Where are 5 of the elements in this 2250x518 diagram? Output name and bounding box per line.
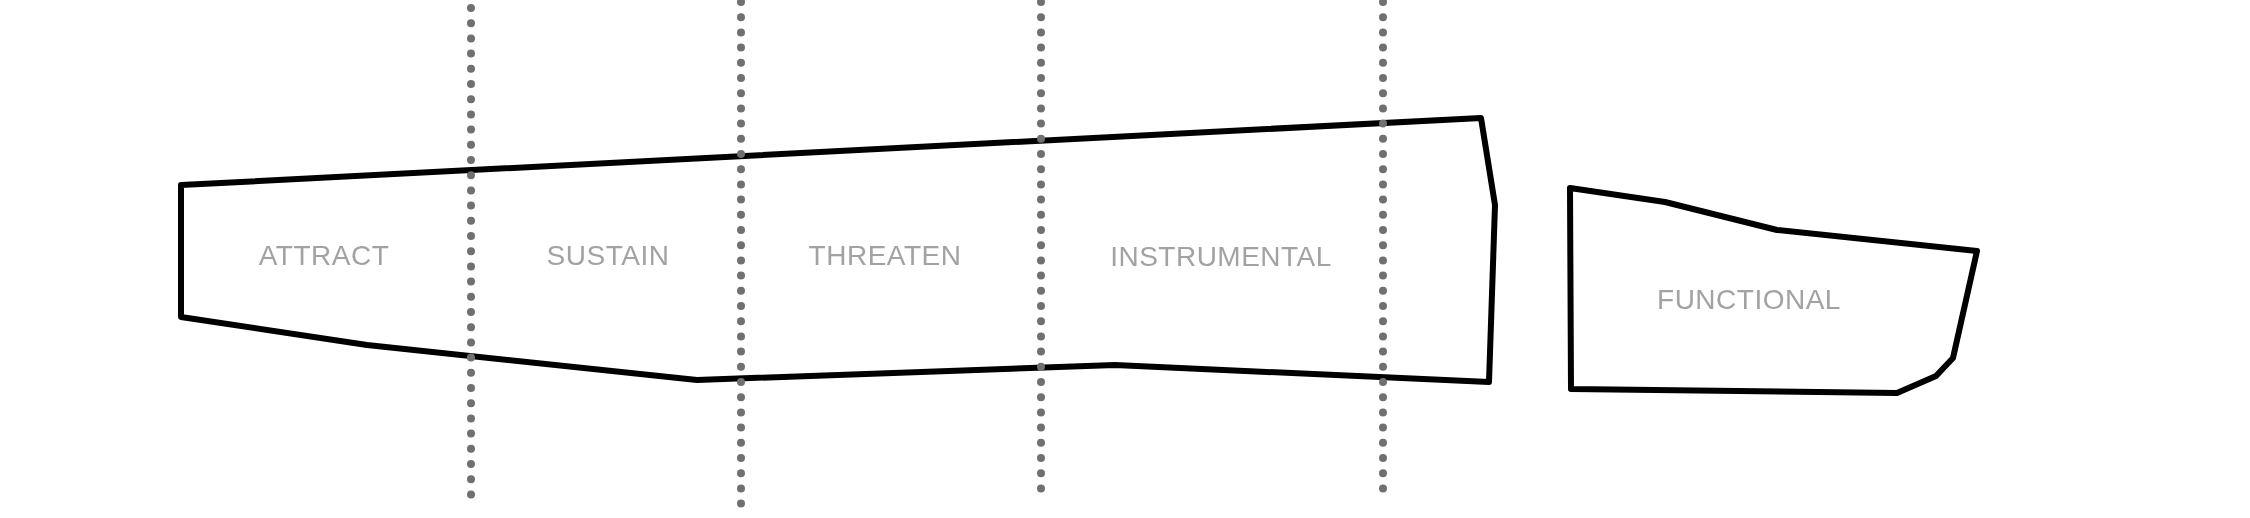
zone-label: SUSTAIN <box>546 242 670 270</box>
zone-label: INSTRUMENTAL <box>1110 243 1332 271</box>
zone-label: ATTRACT <box>258 242 390 270</box>
zone-label: FUNCTIONAL <box>1657 286 1841 314</box>
zone-label: THREATEN <box>808 242 962 270</box>
